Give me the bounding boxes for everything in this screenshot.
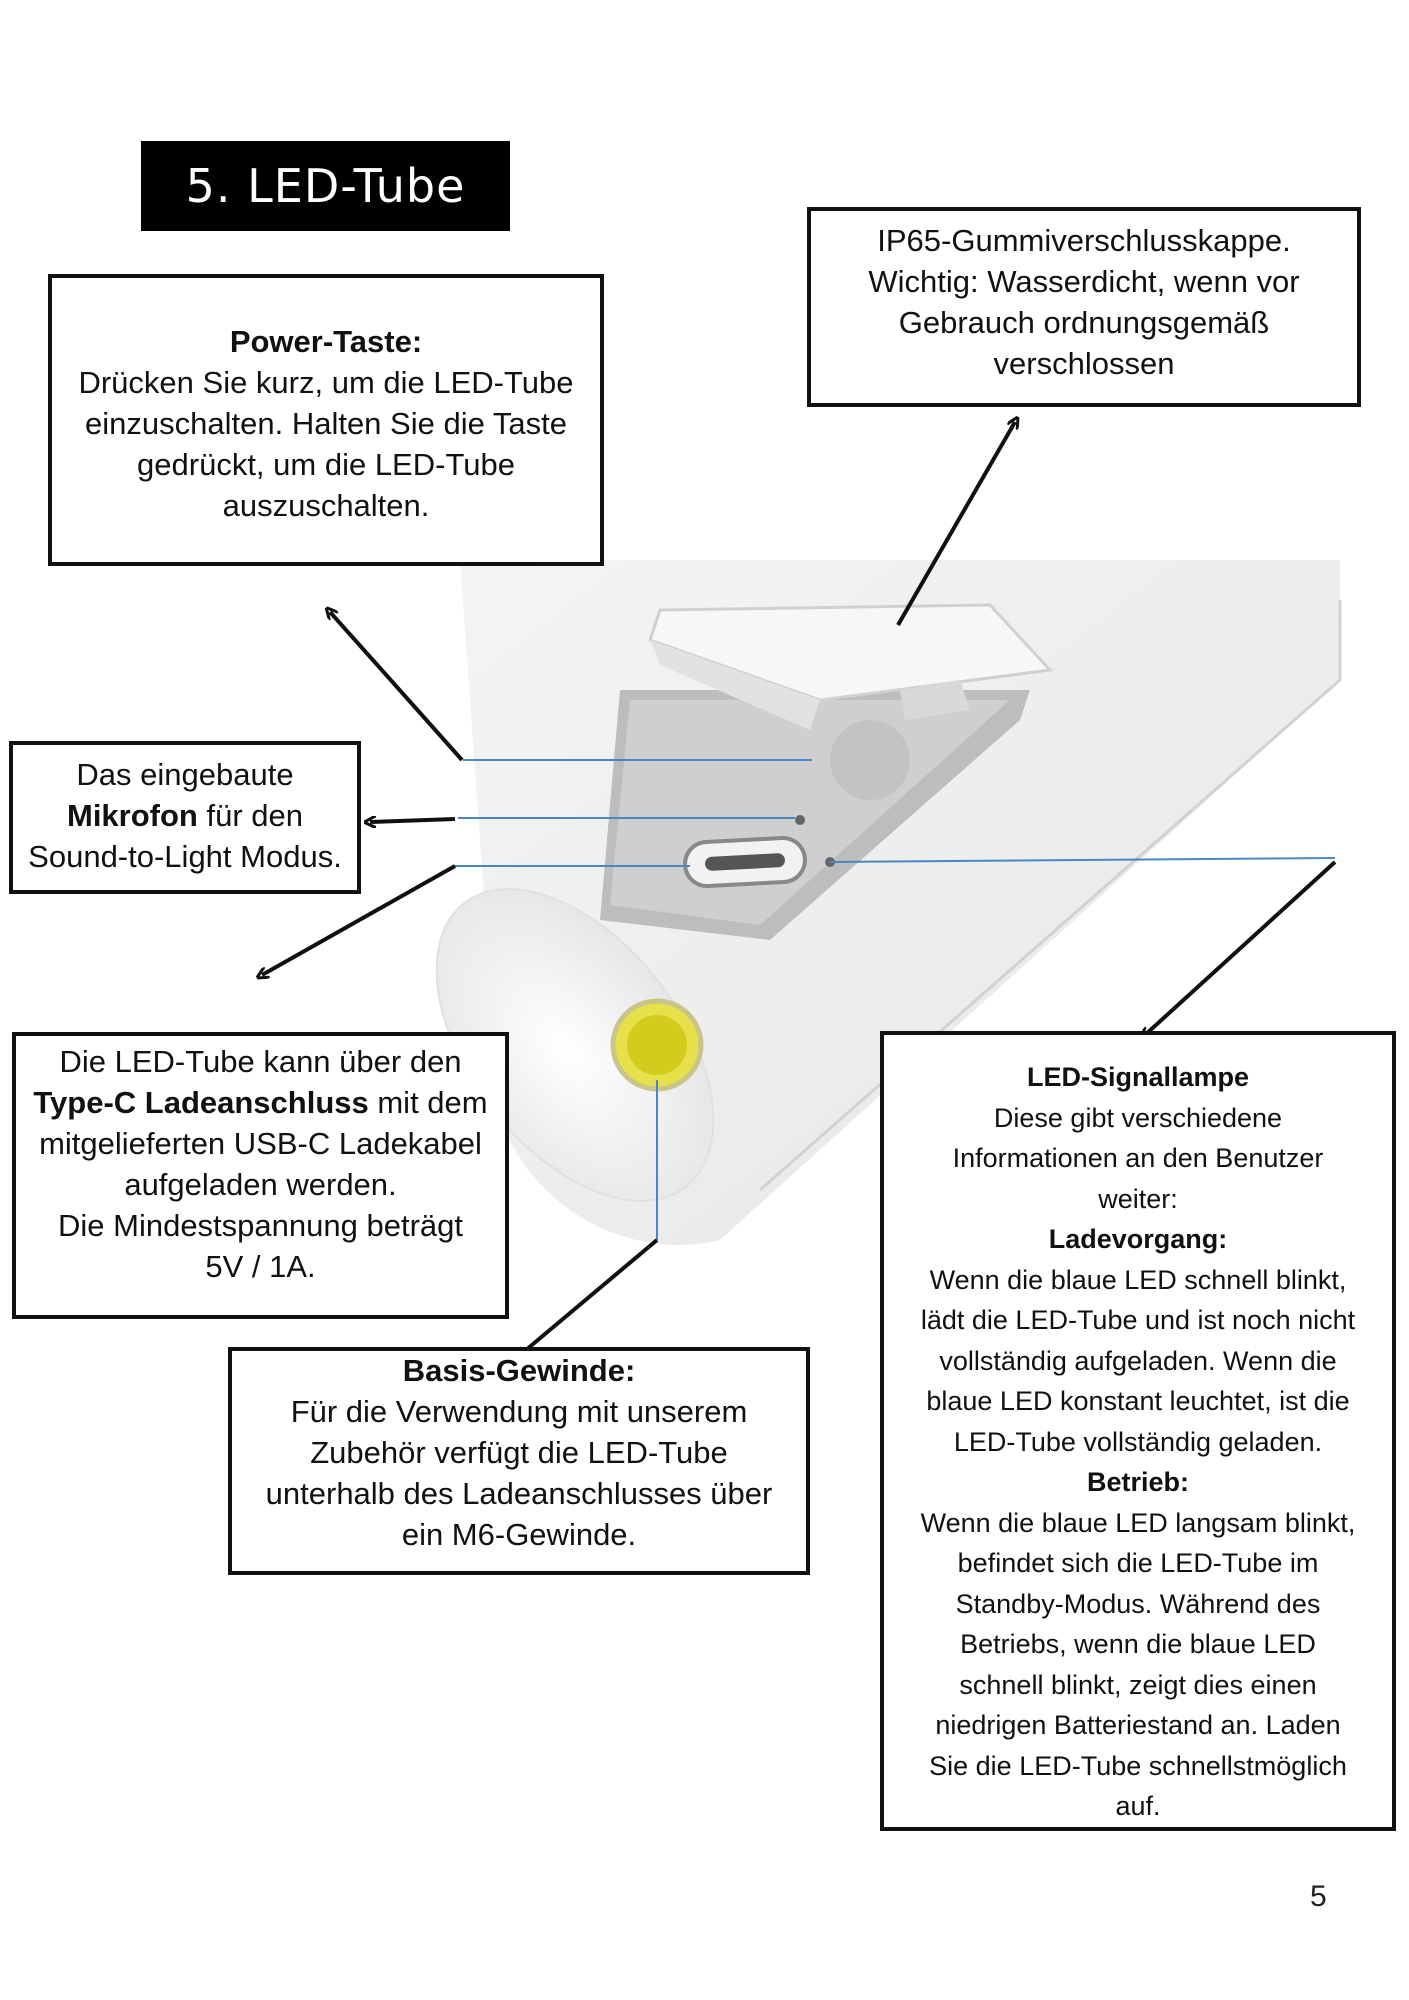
callout-text: IP65-Gummiverschlusskappe. bbox=[877, 223, 1291, 258]
callout-heading: LED-Signallampe bbox=[1026, 1062, 1250, 1092]
callout-text: aufgeladen werden. bbox=[124, 1166, 397, 1202]
control-panel bbox=[600, 690, 1030, 940]
callout-text: verschlossen bbox=[993, 345, 1175, 381]
callout-text: unterhalb des Ladeanschlusses über bbox=[265, 1475, 773, 1511]
callout-text: befindet sich die LED-Tube im bbox=[957, 1548, 1319, 1578]
callout-subheading: Ladevorgang: bbox=[1048, 1224, 1228, 1254]
power-button-icon bbox=[830, 720, 910, 800]
rubber-cap bbox=[648, 603, 1054, 730]
callout-text: Zubehör verfügt die LED-Tube bbox=[310, 1434, 728, 1470]
callout-power-button: Power-Taste: Drücken Sie kurz, um die LE… bbox=[48, 274, 604, 566]
callout-text: auszuschalten. bbox=[222, 487, 430, 523]
callout-text: Die Mindestspannung beträgt bbox=[58, 1207, 463, 1243]
callout-base-thread: Basis-Gewinde: Für die Verwendung mit un… bbox=[228, 1347, 810, 1575]
callout-text: niedrigen Batteriestand an. Laden bbox=[935, 1710, 1341, 1740]
callout-text: LED-Tube vollständig geladen. bbox=[953, 1426, 1323, 1457]
callout-text: Wenn die blaue LED schnell blinkt, bbox=[929, 1264, 1347, 1295]
callout-text: einzuschalten. Halten Sie die Taste bbox=[85, 405, 567, 441]
callout-text: Wenn die blaue LED langsam blinkt, bbox=[920, 1507, 1356, 1538]
callout-text: Informationen an den Benutzer bbox=[952, 1143, 1324, 1173]
callout-text: Standby-Modus. Während des bbox=[955, 1588, 1321, 1619]
callout-text: Drücken Sie kurz, um die LED-Tube bbox=[78, 364, 574, 400]
callout-text: lädt die LED-Tube und ist noch nicht bbox=[920, 1305, 1356, 1335]
microphone-hole-icon bbox=[795, 815, 805, 825]
callout-led-signal: LED-Signallampe Diese gibt verschiedene … bbox=[880, 1031, 1396, 1831]
callout-text: Wichtig: Wasserdicht, wenn vor bbox=[868, 263, 1300, 299]
callout-text: blaue LED konstant leuchtet, ist die bbox=[926, 1386, 1350, 1416]
callout-text: Diese gibt verschiedene bbox=[993, 1102, 1283, 1133]
callout-charging-port: Die LED-Tube kann über den Type-C Ladean… bbox=[12, 1032, 509, 1319]
callout-microphone: Das eingebaute Mikrofon für den Sound-to… bbox=[9, 741, 361, 894]
callout-text: Die LED-Tube kann über den bbox=[59, 1044, 462, 1079]
callout-text: Sound-to-Light Modus. bbox=[28, 838, 342, 874]
callout-subheading: Betrieb: bbox=[1086, 1467, 1189, 1497]
callout-text: schnell blinkt, zeigt dies einen bbox=[959, 1669, 1317, 1700]
callout-rubber-cap: IP65-Gummiverschlusskappe. Wichtig: Wass… bbox=[807, 207, 1361, 407]
callout-text: gedrückt, um die LED-Tube bbox=[137, 446, 515, 482]
callout-heading: Power-Taste: bbox=[229, 324, 423, 359]
callout-text: 5V / 1A. bbox=[205, 1248, 316, 1284]
callout-text: Mikrofon für den bbox=[67, 797, 303, 833]
callout-text: vollständig aufgeladen. Wenn die bbox=[939, 1345, 1337, 1376]
callout-text: mitgelieferten USB-C Ladekabel bbox=[39, 1125, 482, 1161]
callout-text: ein M6-Gewinde. bbox=[401, 1516, 637, 1552]
callout-text: Betriebs, wenn die blaue LED bbox=[960, 1629, 1316, 1659]
callout-text: Gebrauch ordnungsgemäß bbox=[898, 304, 1270, 340]
callout-text: Das eingebaute bbox=[76, 757, 294, 792]
leader-lines bbox=[455, 759, 1336, 1240]
callout-text: Sie die LED-Tube schnellstmöglich bbox=[929, 1750, 1347, 1781]
callout-text: Für die Verwendung mit unserem bbox=[290, 1393, 748, 1429]
callout-heading: Basis-Gewinde: bbox=[402, 1353, 636, 1388]
section-title: 5. LED-Tube bbox=[141, 141, 510, 231]
callout-text: auf. bbox=[1115, 1791, 1161, 1821]
callout-text: Type-C Ladeanschluss mit dem bbox=[33, 1084, 488, 1120]
callout-text: weiter: bbox=[1098, 1183, 1178, 1214]
page-number: 5 bbox=[1310, 1880, 1327, 1913]
callout-arrows bbox=[262, 422, 1337, 1355]
